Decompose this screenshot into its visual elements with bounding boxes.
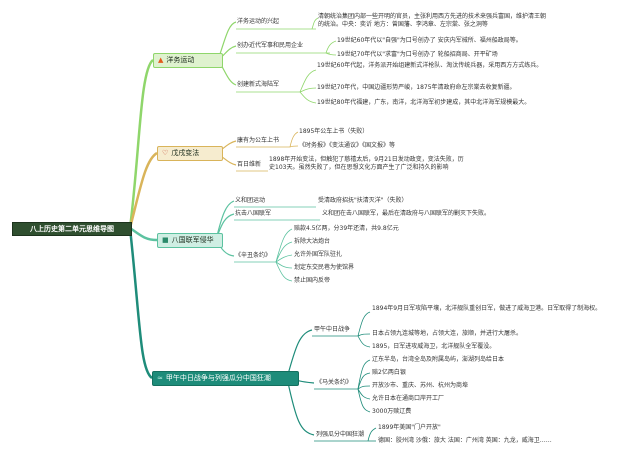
topic-maguan[interactable]: 《马关条约》 [316,379,353,386]
kang-item-1: 1895年公车上书（失败） [299,128,369,135]
war-item-1: 1894年9月日军攻陷平壤，北洋舰队重创日军，做进了威海卫港。日军取得了制海权。 [372,305,602,312]
topic-yihe[interactable]: 义和团运动 [235,197,266,204]
navy-item-1: 19世纪60年代起，洋务派开始组建新式洋枪队、淘汰传统兵器，采用西方方式练兵。 [317,62,543,69]
industry-item-1: 19世纪60年代以"自强"为口号创办了 安庆内军械所、福州船政局等。 [337,37,522,44]
fire-icon: ▲ [158,56,164,64]
topic-resist[interactable]: 抗击八国联军 [235,210,272,217]
maguan-item-2: 赔2亿两白银 [372,369,406,376]
partition-item-1: 1899年美国"门户开放" [378,424,441,431]
topic-treaty[interactable]: 《辛丑条约》 [235,252,272,259]
hundred-detail: 1898年开始变法，但触犯了慈禧太后，9月21日发动政变，变法失败，历史103天… [269,156,464,171]
maguan-item-3: 开放沙市、重庆、苏州、杭州为商埠 [372,382,469,389]
war-item-3: 1895，日军进攻威海卫，北洋舰队全军覆没。 [372,343,496,350]
branch-label: 八国联军侵华 [171,236,214,244]
branch-baguo[interactable]: ■八国联军侵华 [157,233,223,248]
navy-item-2: 19世纪70年代，中国边疆形势严峻，1875年清政府命左宗棠去收复新疆。 [317,84,516,91]
topic-hundred[interactable]: 百日维新 [237,161,262,168]
yihe-detail: 受清政府招抚"扶清灭洋"（失败） [318,197,408,204]
topic-rise[interactable]: 洋务运动的兴起 [237,18,280,25]
topic-kang[interactable]: 康有为公车上书 [237,137,280,144]
treaty-item-1: 赔款4.5亿两，分39年还清，共9.8亿元 [294,225,399,232]
treaty-item-3: 允许外国军队驻扎 [294,251,343,258]
kang-item-2: 《时务报》《变法通议》《国文报》等 [299,142,396,149]
maguan-item-5: 3000万赎辽费 [372,408,412,415]
root-topic[interactable]: 八上历史第二单元思维导图 [12,222,132,236]
maguan-item-1: 辽东半岛，台湾全岛及附属岛屿，澎湖列岛给日本 [372,356,505,363]
treaty-item-2: 拆除大沽炮台 [294,238,331,245]
partition-item-2: 德国：胶州湾 沙俄：旅大 法国：广州湾 英国：九龙，威海卫…… [378,437,552,444]
heart-icon: ♡ [162,149,169,157]
navy-item-3: 19世纪80年代福建，广东，南洋，北洋海军初步建成，其中北洋海军规模最大。 [317,99,531,106]
wave-icon: ≈ [157,374,163,382]
maguan-item-4: 允许日本在通商口岸开工厂 [372,395,445,402]
branch-wuxu[interactable]: ♡戊戌变法 [157,146,223,161]
treaty-item-5: 禁止国内反帝 [294,277,331,284]
branch-jiawu[interactable]: ≈甲午中日战争与列强瓜分中国狂潮 [152,371,299,386]
branch-label: 甲午中日战争与列强瓜分中国狂潮 [165,374,271,382]
topic-partition[interactable]: 列强瓜分中国狂潮 [316,431,365,438]
branch-label: 洋务运动 [166,56,195,64]
industry-item-2: 19世纪70年代以"求富"为口号创办了 轮船招商局、开平矿场 [337,51,498,58]
treaty-item-4: 划定东交民巷为使馆界 [294,264,355,271]
branch-label: 戊戌变法 [171,149,200,157]
topic-rise-detail: 清朝统治集团内部一些开明的官员，主张利用西方先进的技术来强兵富国，维护清王朝的统… [318,13,547,28]
topic-war[interactable]: 甲午中日战争 [314,326,351,333]
war-item-2: 日本占领九连城等地，占领大连，旅顺，并进行大屠杀。 [372,330,523,337]
branch-yangwu[interactable]: ▲洋务运动 [153,53,223,68]
topic-industry[interactable]: 创办近代军事和民用企业 [237,42,304,49]
square-icon: ■ [162,236,169,244]
topic-navy[interactable]: 创建新式海陆军 [237,81,280,88]
resist-detail: 义和团在击八国联军，最后在清政府与八国联军的剿灭下失败。 [322,210,491,217]
